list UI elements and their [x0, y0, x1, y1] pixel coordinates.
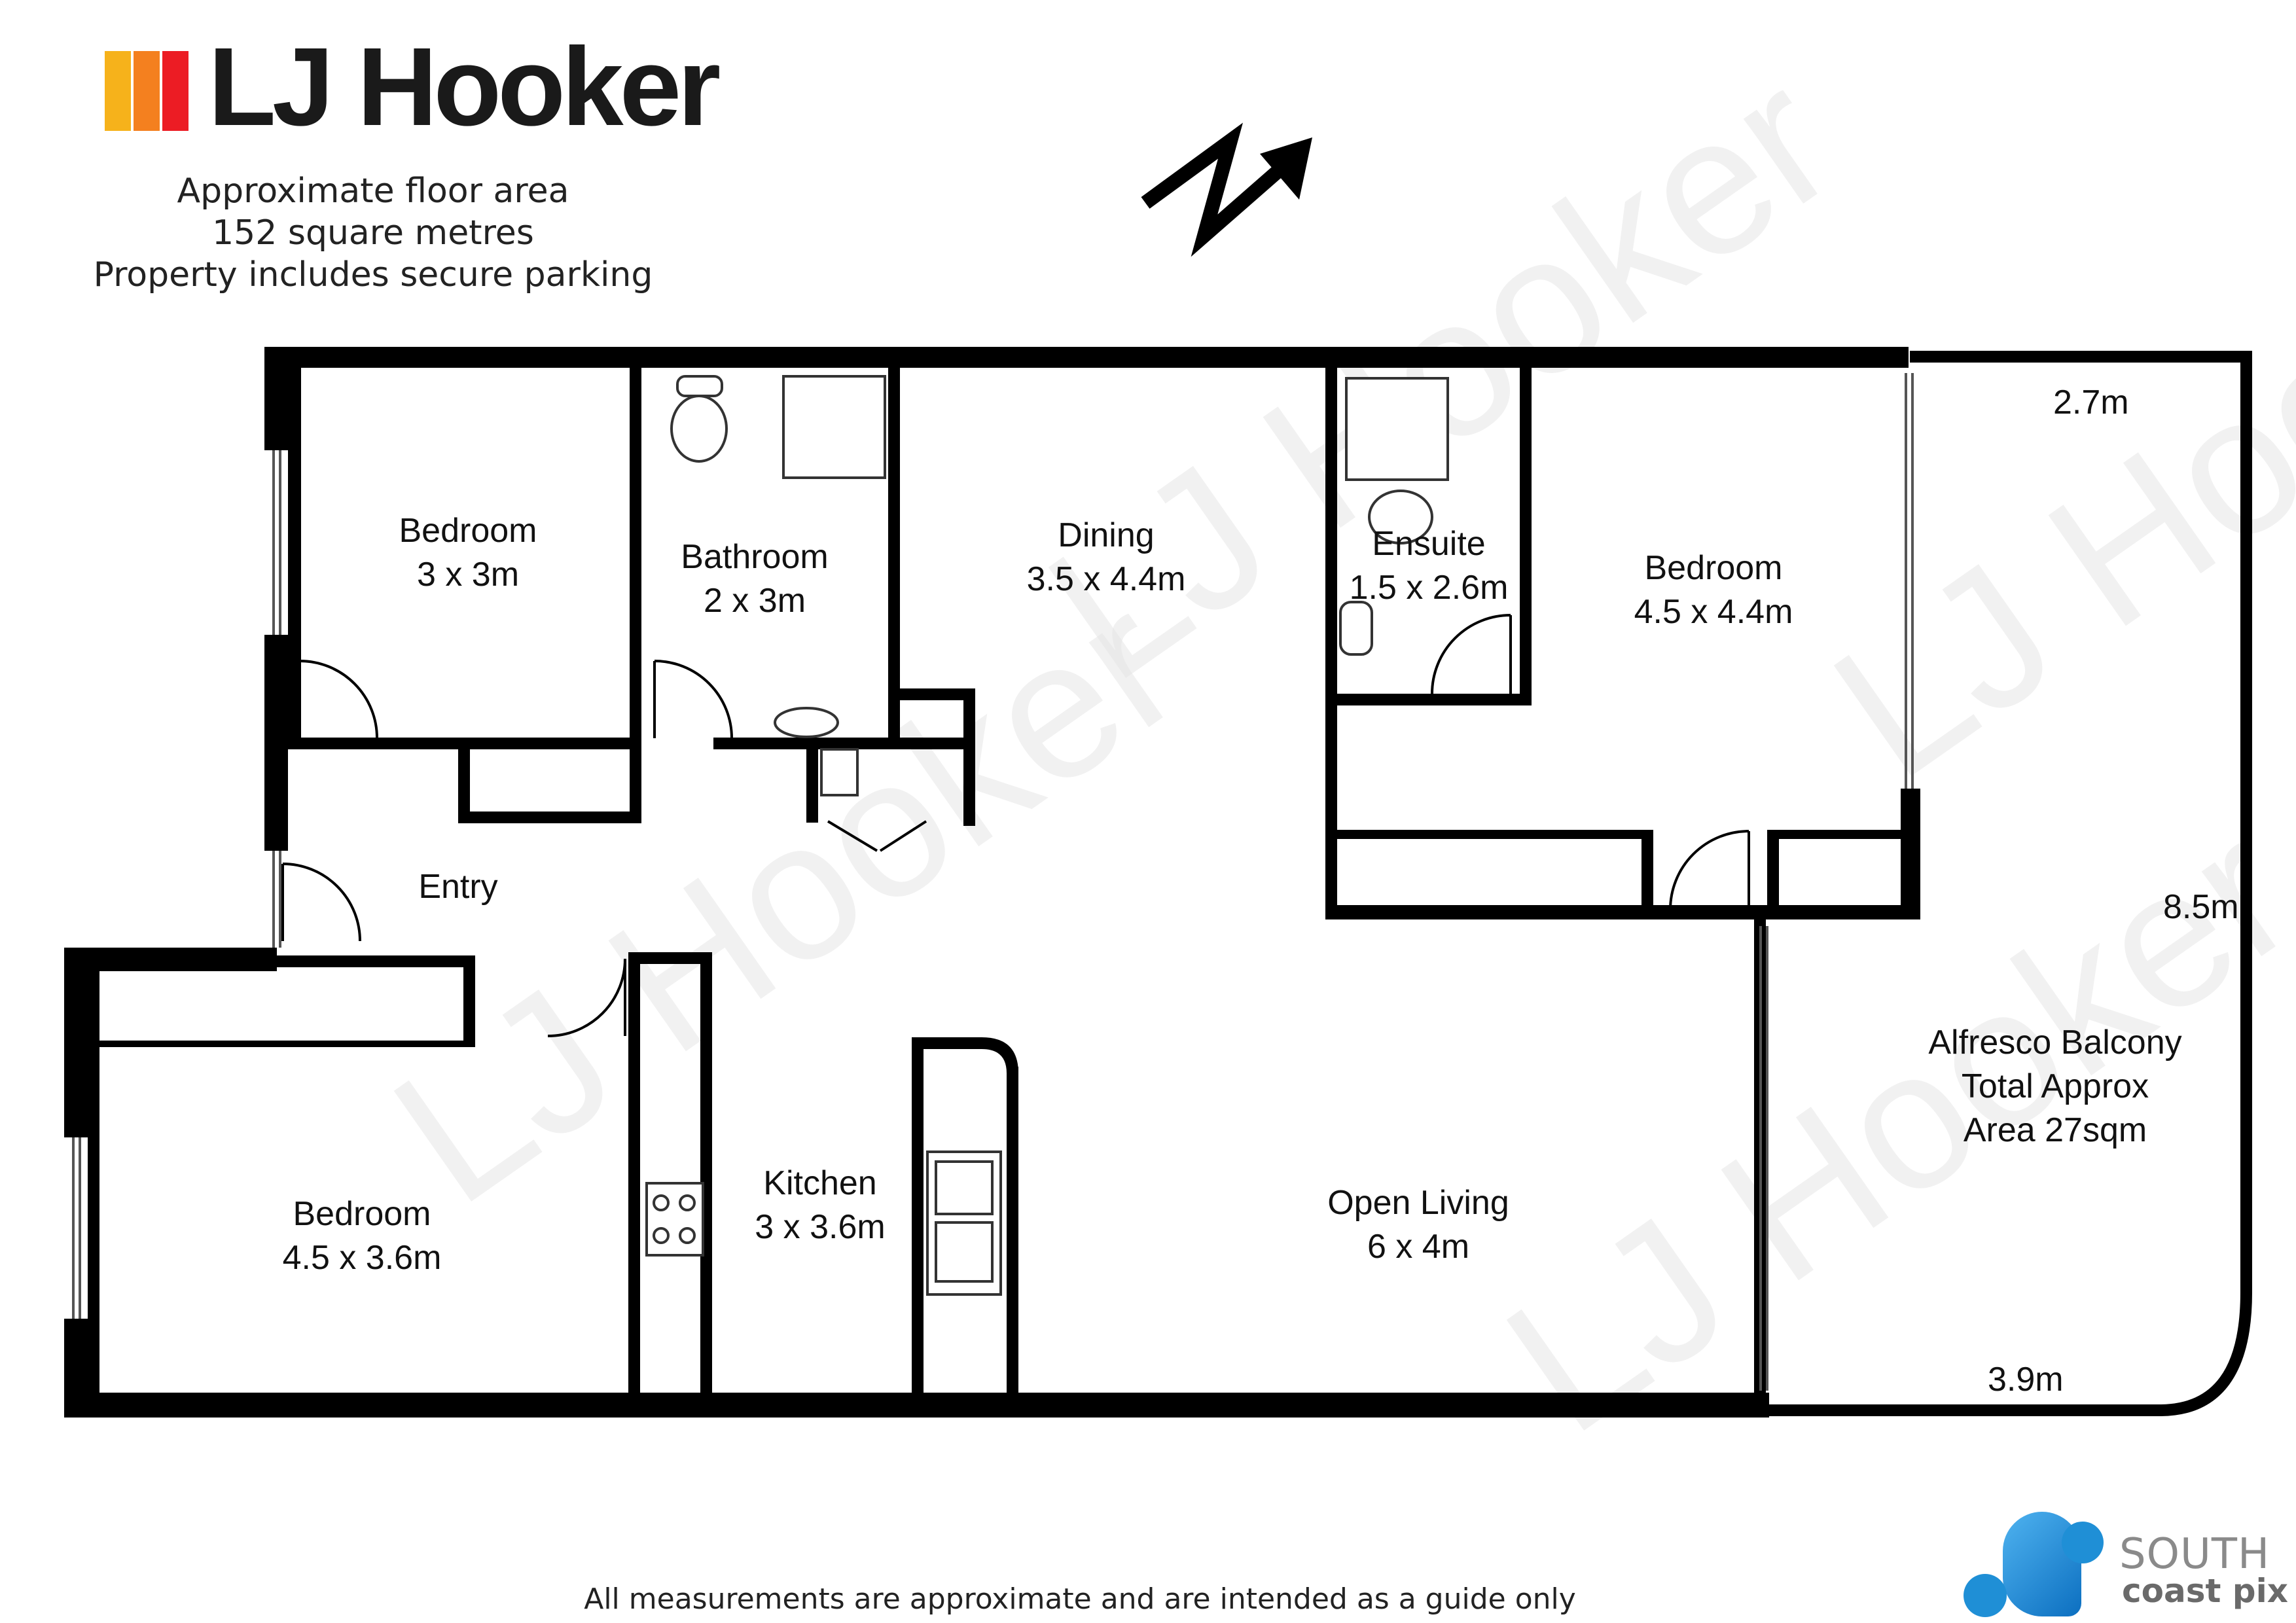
room-name: Ensuite — [1372, 525, 1485, 563]
room-size: 2 x 3m — [704, 582, 806, 620]
credit-line1: SOUTH — [2119, 1530, 2270, 1578]
room-name: Bathroom — [681, 538, 828, 576]
brand-name: LJ Hooker — [208, 25, 721, 149]
room-name: Bedroom — [1645, 549, 1783, 587]
balcony-label: Area 27sqm — [1964, 1111, 2147, 1149]
basin-icon — [1339, 601, 1373, 656]
brand-stripe-orange — [134, 51, 160, 131]
room-size: 4.5 x 4.4m — [1634, 593, 1793, 631]
floor-area-label: Approximate floor area — [177, 171, 569, 211]
room-size: 3.5 x 4.4m — [1027, 560, 1186, 598]
toilet-icon — [1368, 490, 1433, 544]
dim-right: 8.5m — [2163, 888, 2239, 926]
doors — [281, 614, 1750, 1037]
watermark-text: LJ Hooker — [1796, 126, 2296, 819]
windows — [72, 373, 1914, 1391]
walls — [64, 347, 1920, 1418]
room-name: Entry — [418, 868, 497, 906]
room-size: 1.5 x 2.6m — [1350, 569, 1509, 607]
room-name: Bedroom — [293, 1195, 431, 1233]
balcony-label: Total Approx — [1962, 1067, 2149, 1105]
toilet-icon — [670, 395, 728, 463]
cooktop-icon — [645, 1182, 704, 1257]
room-size: 4.5 x 3.6m — [283, 1239, 442, 1277]
watermark-text: LJ Hooker — [1469, 781, 2296, 1474]
room-size: 3 x 3.6m — [755, 1208, 885, 1246]
south-coast-pix-logo-icon — [1964, 1505, 2114, 1620]
brand-logo — [105, 51, 190, 131]
disclaimer: All measurements are approximate and are… — [584, 1582, 1576, 1616]
dim-top: 2.7m — [2053, 383, 2129, 421]
brand-stripe-yellow — [105, 51, 131, 131]
balcony-outline — [1767, 351, 2252, 1416]
room-name: Open Living — [1327, 1184, 1509, 1222]
credit-line2: coast pix — [2122, 1572, 2288, 1610]
room-name: Dining — [1058, 516, 1154, 554]
floor-area-value: 152 square metres — [212, 213, 534, 253]
basin-icon — [774, 707, 839, 738]
logo-dot — [2062, 1522, 2104, 1563]
balcony-dimensions: 2.7m 8.5m 3.9m — [1988, 383, 2239, 1399]
shower-icon — [1345, 377, 1449, 481]
dim-bottom: 3.9m — [1988, 1361, 2064, 1399]
parking-note: Property includes secure parking — [93, 255, 653, 294]
fixtures — [645, 375, 1449, 1296]
brand-stripe-red — [162, 51, 188, 131]
north-arrow-icon — [1141, 122, 1312, 257]
logo-dot — [1964, 1574, 2007, 1617]
balcony-label: Alfresco Balcony — [1928, 1024, 2181, 1061]
room-name: Kitchen — [763, 1164, 876, 1202]
shower-icon — [782, 375, 886, 479]
room-size: 6 x 4m — [1367, 1228, 1469, 1266]
cupboard-icon — [820, 748, 859, 796]
toilet-icon — [676, 375, 723, 397]
room-size: 3 x 3m — [417, 556, 519, 594]
room-name: Bedroom — [399, 512, 537, 550]
room-labels: Bedroom 3 x 3m Bathroom 2 x 3m Dining 3.… — [283, 512, 2182, 1277]
